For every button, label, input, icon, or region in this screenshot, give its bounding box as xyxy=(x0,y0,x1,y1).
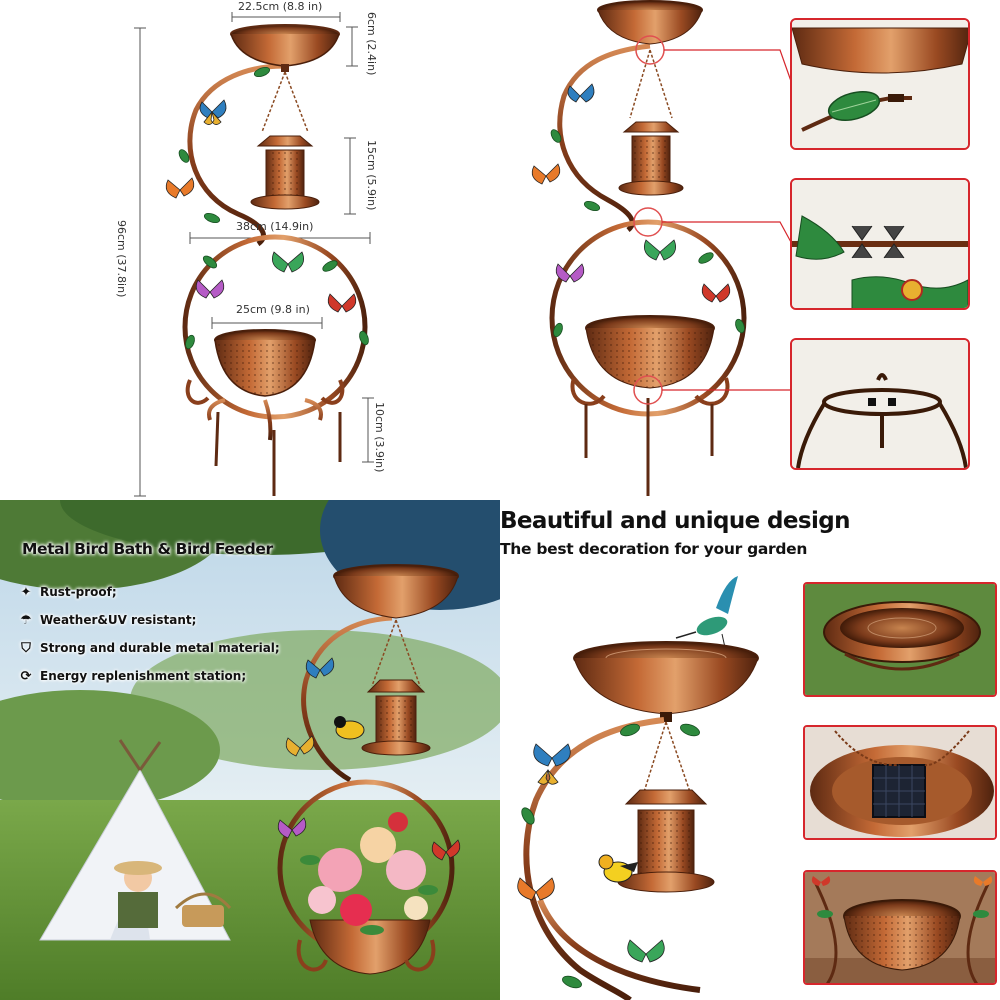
design-subline: The best decoration for your garden xyxy=(500,540,808,558)
bowl-width-label: 22.5cm (8.8 in) xyxy=(238,0,323,13)
base-ring-detail xyxy=(790,338,970,470)
energy-cycle-icon: ⟳ xyxy=(20,668,32,684)
product-title: Metal Bird Bath & Bird Feeder xyxy=(22,540,273,558)
feature-energy-station: ⟳ Energy replenishment station; xyxy=(18,668,247,684)
shield-check-icon: ⛉ xyxy=(21,640,31,656)
feature-label: Rust-proof; xyxy=(40,585,117,599)
basin-width-label: 25cm (9.8 in) xyxy=(236,303,310,316)
detail-callout-panel xyxy=(500,0,1000,500)
ring-width-label: 38cm (14.9in) xyxy=(236,220,314,233)
garden-scene-image xyxy=(0,500,500,1000)
butterfly-icon xyxy=(199,99,227,125)
feature-label: Weather&UV resistant; xyxy=(40,613,197,627)
bowl-bracket-detail xyxy=(790,18,970,150)
bowl-depth-label: 6cm (2.4in) xyxy=(365,12,378,76)
feature-weather-resistant: ☂ Weather&UV resistant; xyxy=(18,612,196,628)
feature-durable-metal: ⛉ Strong and durable metal material; xyxy=(18,640,280,656)
basin-closeup-photo xyxy=(803,870,997,985)
design-headline: Beautiful and unique design xyxy=(500,508,851,534)
solar-panel-closeup-photo xyxy=(803,725,997,840)
design-panel: Beautiful and unique design The best dec… xyxy=(500,500,1000,1000)
garden-lifestyle-panel: Metal Bird Bath & Bird Feeder ✦ Rust-pro… xyxy=(0,500,500,1000)
bird-bath-with-hummingbird-image xyxy=(517,576,759,1000)
bird-bath-dimension-drawing xyxy=(134,12,374,497)
umbrella-rain-icon: ☂ xyxy=(20,612,32,628)
bird-bath-product-drawing xyxy=(531,0,793,496)
feature-label: Energy replenishment station; xyxy=(40,669,247,683)
total-height-label: 96cm (37.8in) xyxy=(115,220,128,298)
wing-nut-joint-detail xyxy=(790,178,970,310)
feature-rust-proof: ✦ Rust-proof; xyxy=(18,584,117,600)
stake-length-label: 10cm (3.9in) xyxy=(373,402,386,473)
dimension-diagram-panel: 22.5cm (8.8 in) 6cm (2.4in) 15cm (5.9in)… xyxy=(0,0,500,500)
feeder-height-label: 15cm (5.9in) xyxy=(365,140,378,211)
bowl-closeup-photo xyxy=(803,582,997,697)
feature-label: Strong and durable metal material; xyxy=(40,641,280,655)
sparkle-icon: ✦ xyxy=(20,584,32,600)
